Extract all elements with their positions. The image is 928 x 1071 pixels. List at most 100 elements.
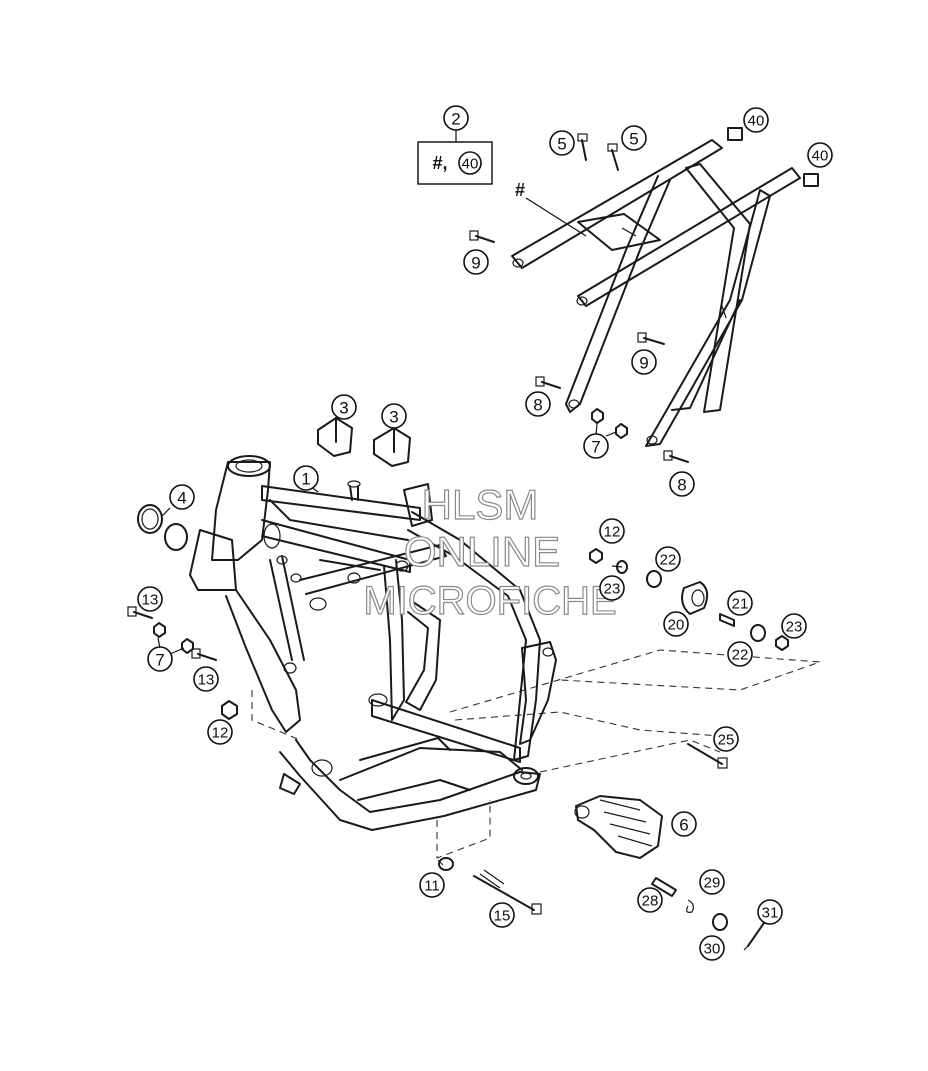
callout-30: 30: [699, 935, 725, 961]
callout-8b: 8: [669, 471, 695, 497]
callout-12a: 12: [599, 518, 625, 544]
callout-1: 1: [293, 465, 319, 491]
callout-number: 9: [639, 354, 648, 373]
callout-circle: [669, 471, 695, 497]
callout-circle: [699, 869, 725, 895]
callout-circle: [599, 518, 625, 544]
callout-40a: 40: [743, 107, 769, 133]
callout-3b: 3: [381, 403, 407, 429]
callout-circle: [743, 107, 769, 133]
callout-circle: [381, 403, 407, 429]
callout-circle: [621, 125, 647, 151]
callout-number: 22: [732, 647, 749, 664]
callout-40box: 40: [458, 151, 482, 175]
callout-circle: [663, 611, 689, 637]
callout-9a: 9: [463, 249, 489, 275]
callout-5a: 5: [549, 130, 575, 156]
callout-number: 23: [786, 619, 803, 636]
callout-circle: [193, 666, 219, 692]
callout-number: 40: [462, 156, 479, 173]
callout-number: 9: [471, 254, 480, 273]
callout-circle: [807, 142, 833, 168]
callout-number: 2: [451, 110, 460, 129]
callout-circle: [713, 726, 739, 752]
callout-circle: [458, 151, 482, 175]
callout-number: 25: [718, 732, 735, 749]
callout-number: 8: [677, 476, 686, 495]
callout-circle: [631, 349, 657, 375]
steering-rings: [137, 504, 188, 551]
callout-3a: 3: [331, 394, 357, 420]
callout-4: 4: [169, 484, 195, 510]
callout-number: 15: [494, 908, 511, 925]
callout-number: 22: [660, 552, 677, 569]
callout-number: 13: [142, 592, 159, 609]
callout-circle: [757, 899, 783, 925]
callout-11: 11: [419, 872, 445, 898]
callout-number: 31: [762, 905, 779, 922]
callout-40b: 40: [807, 142, 833, 168]
callout-circle: [463, 249, 489, 275]
callout-5b: 5: [621, 125, 647, 151]
callout-22a: 22: [655, 546, 681, 572]
callout-20: 20: [663, 611, 689, 637]
callout-9b: 9: [631, 349, 657, 375]
callout-number: 3: [339, 399, 348, 418]
watermark-line-1: HLSM: [422, 481, 539, 528]
callout-circle: [293, 465, 319, 491]
callout-circle: [655, 546, 681, 572]
callout-circle: [727, 641, 753, 667]
callout-2: 2: [443, 105, 469, 131]
callout-number: 5: [557, 135, 566, 154]
main-frame: [189, 455, 557, 831]
callout-23a: 23: [599, 575, 625, 601]
callout-number: 7: [591, 438, 600, 457]
callout-number: 1: [301, 470, 310, 489]
callout-12b: 12: [207, 719, 233, 745]
callout-29: 29: [699, 869, 725, 895]
callout-circle: [207, 719, 233, 745]
callout-number: 7: [155, 651, 164, 670]
callout-circle: [331, 394, 357, 420]
callout-7b: 7: [147, 646, 173, 672]
callout-circle: [699, 935, 725, 961]
callout-circle: [137, 586, 163, 612]
callout-number: 13: [198, 672, 215, 689]
callout-number: 11: [424, 878, 440, 895]
kit-box-hash-label: #,: [432, 153, 447, 173]
callout-number: 29: [704, 875, 721, 892]
callout-28: 28: [637, 887, 663, 913]
bolts: [127, 127, 819, 915]
watermark-line-3: MICROFICHE: [363, 579, 616, 623]
callout-number: 5: [629, 130, 638, 149]
callout-circle: [489, 902, 515, 928]
rear-subframe: [511, 139, 801, 447]
assembly-guide-lines: [251, 649, 821, 867]
callout-23b: 23: [781, 613, 807, 639]
callout-circle: [671, 811, 697, 837]
callout-number: 6: [679, 816, 688, 835]
callout-number: 8: [533, 396, 542, 415]
callout-circle: [549, 130, 575, 156]
callout-number: 28: [642, 893, 659, 910]
callout-number: 40: [748, 113, 765, 130]
callout-number: 12: [604, 524, 621, 541]
callout-21: 21: [727, 590, 753, 616]
callout-6: 6: [671, 811, 697, 837]
callout-number: 4: [177, 489, 186, 508]
callout-circle: [637, 887, 663, 913]
callout-15: 15: [489, 902, 515, 928]
callout-circle: [443, 105, 469, 131]
callout-number: 21: [732, 596, 749, 613]
footpeg-assembly: [574, 795, 767, 951]
callout-number: 30: [704, 941, 721, 958]
subframe-hash-label: #: [515, 180, 525, 200]
callout-circle: [147, 646, 173, 672]
callout-number: 3: [389, 408, 398, 427]
swingarm-pivot-parts: [589, 548, 789, 651]
watermark-line-2: ONLINE: [404, 528, 560, 575]
callout-circle: [419, 872, 445, 898]
callout-22b: 22: [727, 641, 753, 667]
